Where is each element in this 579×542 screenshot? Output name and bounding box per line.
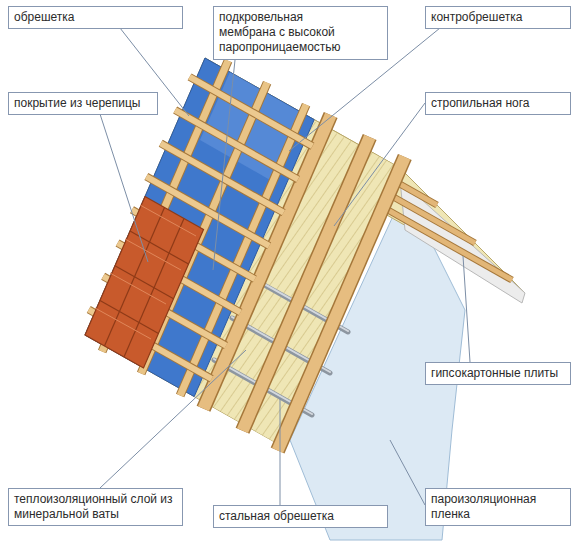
label-box: обрешетка	[8, 6, 183, 29]
label-box: стальная обрешетка	[213, 505, 388, 528]
tile-highlights	[95, 205, 196, 339]
label-box: гипсокартонные плиты	[425, 362, 571, 385]
tile-joints	[100, 208, 189, 358]
part-label: пароизоляционная пленка	[431, 492, 565, 522]
part-label: обрешетка	[14, 10, 74, 25]
label-box: подкровельная мембрана с высокой паропро…	[213, 6, 388, 60]
part-label: стропильная нога	[431, 96, 530, 111]
part-label: контробрешетка	[431, 10, 522, 25]
part-label: покрытие из черепицы	[14, 96, 140, 111]
part-label: стальная обрешетка	[219, 509, 334, 524]
label-box: стропильная нога	[425, 92, 571, 115]
insulation	[85, 58, 400, 445]
label-box: контробрешетка	[425, 6, 571, 29]
part-label: теплоизоляционный слой из минеральной ва…	[14, 492, 177, 522]
label-box: теплоизоляционный слой из минеральной ва…	[8, 488, 183, 526]
part-label: подкровельная мембрана с высокой паропро…	[219, 10, 349, 55]
roof-tiles	[85, 197, 204, 369]
part-label: гипсокартонные плиты	[431, 366, 558, 381]
label-box: покрытие из черепицы	[8, 92, 158, 115]
label-box: пароизоляционная пленка	[425, 488, 571, 526]
